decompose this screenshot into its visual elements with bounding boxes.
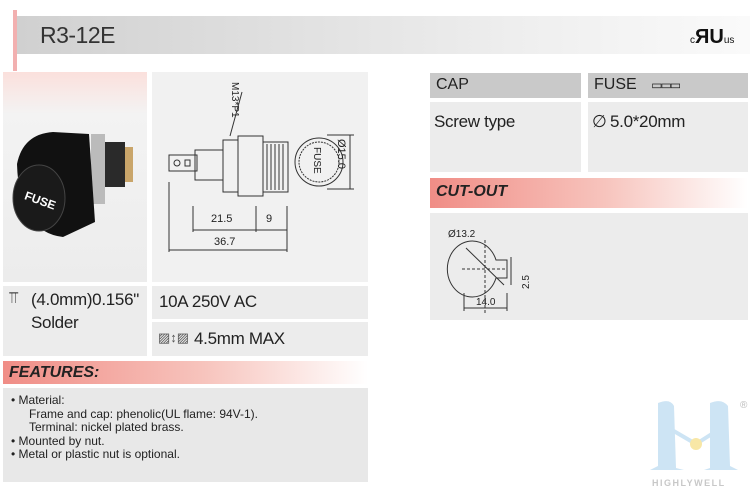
cutout-drawing: Ø13.2 14.0 2.5 <box>430 213 748 320</box>
thread-label: M13*P1 <box>229 82 240 118</box>
panel-thickness-icon: ▨↕▨ <box>158 330 190 345</box>
dim-total-label: 36.7 <box>214 236 235 248</box>
fuse-value-cell: ∅ 5.0*20mm <box>588 102 748 172</box>
features-header: FEATURES: <box>3 361 368 384</box>
rating-value: 10A 250V AC <box>159 292 257 311</box>
feature-item: • Material: <box>11 393 65 407</box>
fuse-header: FUSE ▭▭▭ <box>588 73 748 98</box>
feature-item: • Metal or plastic nut is optional. <box>11 447 180 461</box>
cul-logo: cЯUus <box>690 26 735 48</box>
page-title: R3-12E <box>40 22 115 48</box>
brand-name: HIGHLYWELL <box>652 478 726 488</box>
diameter-icon: ∅ <box>592 112 607 131</box>
terminal-spec: ⫪ (4.0mm)0.156" Solder <box>3 286 147 356</box>
cutout-width-label: 14.0 <box>476 297 496 308</box>
panel-thickness-value: 4.5mm MAX <box>194 329 285 348</box>
rating-spec: 10A 250V AC <box>152 286 368 319</box>
highlywell-logo: ® HIGHLYWELL <box>648 398 748 490</box>
dim-a-label: 21.5 <box>211 213 232 225</box>
product-photo: FUSE <box>3 72 147 282</box>
title-accent <box>13 10 17 71</box>
terminal-size: (4.0mm)0.156" <box>31 290 139 309</box>
cutout-header: CUT-OUT <box>430 178 748 208</box>
fuse-value: 5.0*20mm <box>610 112 686 131</box>
feature-item: Terminal: nickel plated brass. <box>29 420 184 434</box>
features-title: FEATURES: <box>9 364 100 381</box>
feature-item: • Mounted by nut. <box>11 433 105 448</box>
title-bar <box>16 16 750 54</box>
cap-header: CAP <box>430 73 581 98</box>
cap-value-cell: Screw type <box>430 102 581 172</box>
dim-dia-label: Ø15.0 <box>335 139 347 169</box>
dimension-drawing: 21.5 9 36.7 Ø15.0 M13*P1 FUSE <box>152 72 368 282</box>
terminal-type: Solder <box>31 313 79 332</box>
dim-b-label: 9 <box>266 213 272 225</box>
cap-value: Screw type <box>434 112 516 131</box>
fuse-icon: ▭▭▭ <box>651 78 681 92</box>
cutout-title: CUT-OUT <box>436 183 508 200</box>
cutout-flat-label: 2.5 <box>521 275 532 289</box>
terminal-icon: ⫪ <box>9 290 19 307</box>
fuse-header-label: FUSE <box>594 76 637 93</box>
feature-item: Frame and cap: phenolic(UL flame: 94V-1)… <box>29 406 259 421</box>
cutout-dia-label: Ø13.2 <box>448 229 476 240</box>
features-list: • Material: Frame and cap: phenolic(UL f… <box>3 388 368 482</box>
registered-mark: ® <box>740 400 748 411</box>
panel-thickness-spec: ▨↕▨ 4.5mm MAX <box>152 322 368 356</box>
cap-label: FUSE <box>311 147 322 174</box>
